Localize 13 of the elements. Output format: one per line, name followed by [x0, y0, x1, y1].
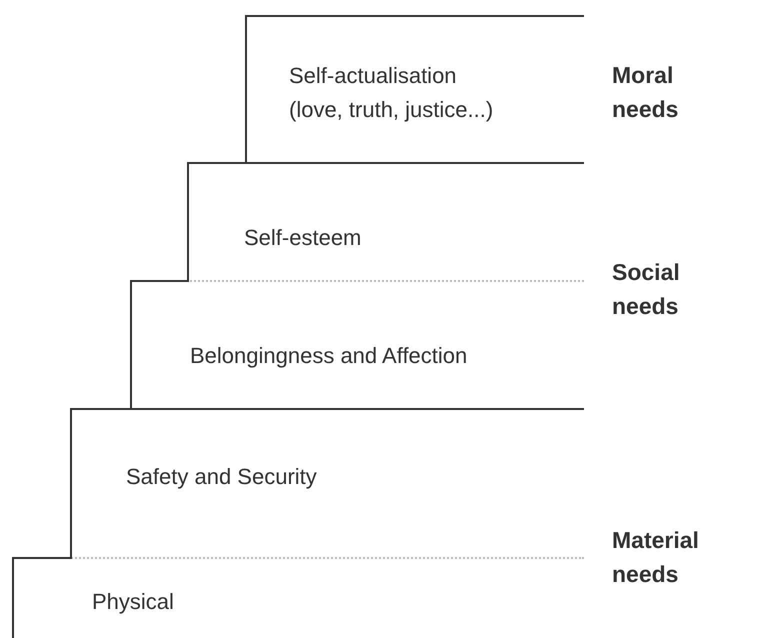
step-label: Safety and Security [126, 463, 318, 491]
needs-category-label: Moral needs [612, 61, 680, 124]
step-label: Self-esteem [244, 224, 362, 252]
step-band [12, 557, 584, 638]
step-band [130, 280, 584, 408]
step-band [245, 15, 584, 162]
needs-category-label: Material needs [612, 526, 700, 589]
step-label: Self-actualisation (love, truth, justice...) [289, 62, 494, 124]
step-label: Belongingness and Affection [190, 342, 468, 370]
step-band [187, 162, 584, 280]
needs-category-label: Social needs [612, 258, 681, 321]
step-band [70, 408, 584, 557]
step-label: Physical [92, 588, 175, 616]
